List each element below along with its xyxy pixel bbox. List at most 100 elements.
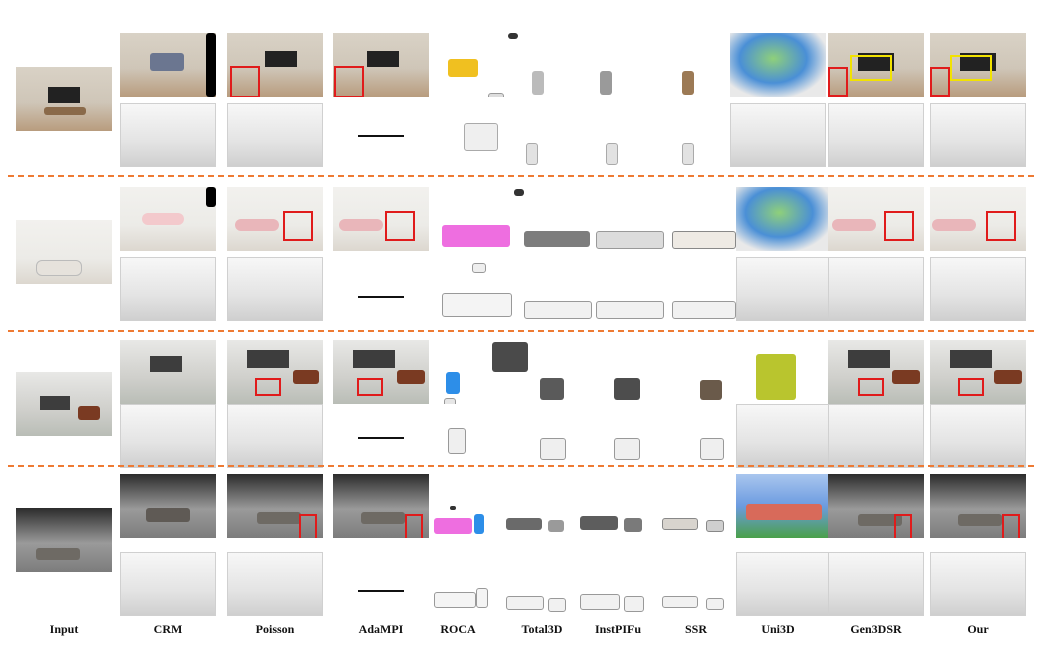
row2-adampi-image xyxy=(333,187,429,251)
row1-gen3dsr-image xyxy=(828,33,924,97)
row3-uni3d-mesh xyxy=(736,404,832,468)
row1-input-image xyxy=(16,67,112,131)
row3-our-red-highlight xyxy=(958,378,984,396)
row2-ssr-objects xyxy=(670,187,766,251)
row4-crm-mesh xyxy=(120,552,216,616)
row3-adampi-image xyxy=(333,340,429,404)
row1-instpifu-mesh xyxy=(560,103,656,167)
row1-adampi-missing-dash xyxy=(358,135,404,137)
row1-our-yellow-highlight xyxy=(950,55,992,81)
row2-our-red-highlight xyxy=(986,211,1016,241)
row1-poisson-image xyxy=(227,33,323,97)
row2-poisson-red-highlight xyxy=(283,211,313,241)
row2-total3d-mesh xyxy=(520,257,616,321)
row2-total3d-objects xyxy=(520,187,616,251)
row4-gen3dsr-red-highlight xyxy=(894,514,912,538)
row-divider-2 xyxy=(8,330,1034,332)
row2-gen3dsr-image xyxy=(828,187,924,251)
row2-our-mesh xyxy=(930,257,1026,321)
row1-poisson-mesh xyxy=(227,103,323,167)
row4-adampi-image xyxy=(333,474,429,538)
row1-roca-mesh xyxy=(440,103,536,167)
row4-instpifu-objects xyxy=(574,474,670,538)
column-label-uni3d: Uni3D xyxy=(761,622,795,636)
row2-ssr-mesh xyxy=(670,257,766,321)
row4-roca-mesh xyxy=(430,552,526,616)
row3-total3d-objects xyxy=(520,340,616,404)
row2-gen3dsr-red-highlight xyxy=(884,211,914,241)
row1-our-mesh xyxy=(930,103,1026,167)
row2-uni3d-mesh xyxy=(736,257,832,321)
row4-instpifu-mesh xyxy=(574,552,670,616)
row1-total3d-mesh xyxy=(494,103,590,167)
row2-poisson-mesh xyxy=(227,257,323,321)
row1-crm-mesh xyxy=(120,103,216,167)
row2-gen3dsr-mesh xyxy=(828,257,924,321)
column-label-ssr: SSR xyxy=(684,622,707,636)
row3-instpifu-mesh xyxy=(594,404,690,468)
row1-uni3d-mesh xyxy=(730,103,826,167)
row4-gen3dsr-image xyxy=(828,474,924,538)
row4-input-image xyxy=(16,508,112,572)
column-label-adampi: AdaMPI xyxy=(358,622,404,636)
row3-gen3dsr-mesh xyxy=(828,404,924,468)
row3-poisson-image xyxy=(227,340,323,404)
row4-poisson-red-highlight xyxy=(299,514,317,538)
row-divider-3 xyxy=(8,465,1034,467)
row2-roca-objects xyxy=(440,187,536,251)
row3-uni3d-image xyxy=(736,340,832,404)
row4-poisson-image xyxy=(227,474,323,538)
row4-our-red-highlight xyxy=(1002,514,1020,538)
row3-our-mesh xyxy=(930,404,1026,468)
row4-adampi-red-highlight xyxy=(405,514,423,538)
row1-ssr-objects xyxy=(642,33,738,97)
row4-our-image xyxy=(930,474,1026,538)
row3-input-image xyxy=(16,372,112,436)
row4-roca-objects xyxy=(430,474,526,538)
row3-adampi-missing-dash xyxy=(358,437,404,439)
row3-our-image xyxy=(930,340,1026,404)
row4-total3d-objects xyxy=(500,474,596,538)
column-label-poisson: Poisson xyxy=(255,622,295,636)
column-label-our: Our xyxy=(967,622,989,636)
row1-total3d-objects xyxy=(494,33,590,97)
row3-instpifu-objects xyxy=(594,340,690,404)
row3-total3d-mesh xyxy=(520,404,616,468)
row3-gen3dsr-red-highlight xyxy=(858,378,884,396)
column-label-roca: ROCA xyxy=(440,622,476,636)
row4-gen3dsr-mesh xyxy=(828,552,924,616)
row2-roca-mesh xyxy=(440,257,536,321)
row2-poisson-image xyxy=(227,187,323,251)
row3-poisson-red-highlight xyxy=(255,378,281,396)
row3-ssr-mesh xyxy=(670,404,766,468)
row1-uni3d-image xyxy=(730,33,826,97)
row3-poisson-mesh xyxy=(227,404,323,468)
row2-crm-mesh xyxy=(120,257,216,321)
row3-crm-mesh xyxy=(120,404,216,468)
row2-our-image xyxy=(930,187,1026,251)
row3-adampi-red-highlight xyxy=(357,378,383,396)
row1-ssr-mesh xyxy=(642,103,738,167)
row1-instpifu-objects xyxy=(560,33,656,97)
row1-roca-objects xyxy=(440,33,536,97)
row2-crm-image xyxy=(120,187,216,251)
row3-ssr-objects xyxy=(670,340,766,404)
column-label-instpifu: InstPIFu xyxy=(594,622,641,636)
column-label-input: Input xyxy=(49,622,79,636)
row-divider-1 xyxy=(8,175,1034,177)
row4-adampi-missing-dash xyxy=(358,590,404,592)
row1-gen3dsr-mesh xyxy=(828,103,924,167)
row4-ssr-mesh xyxy=(656,552,752,616)
row1-our-red-highlight xyxy=(930,67,950,97)
row1-our-image xyxy=(930,33,1026,97)
row3-crm-image xyxy=(120,340,216,404)
row2-instpifu-mesh xyxy=(594,257,690,321)
row3-roca-objects xyxy=(440,340,536,404)
row3-gen3dsr-image xyxy=(828,340,924,404)
row2-instpifu-objects xyxy=(594,187,690,251)
row4-poisson-mesh xyxy=(227,552,323,616)
row4-ssr-objects xyxy=(656,474,752,538)
row4-uni3d-image xyxy=(736,474,832,538)
row4-uni3d-mesh xyxy=(736,552,832,616)
column-label-gen3dsr: Gen3DSR xyxy=(850,622,902,636)
